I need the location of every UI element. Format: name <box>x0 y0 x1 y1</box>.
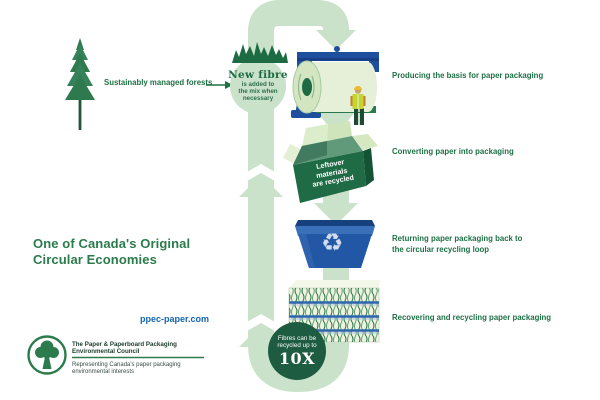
new-fibre-line1: is added to <box>241 81 275 88</box>
main-heading: One of Canada's Original Circular Econom… <box>33 236 213 267</box>
fibre-count-value: 10X <box>278 348 316 368</box>
new-fibre-title: New fibre <box>228 69 288 81</box>
step-label-recovering: Recovering and recycling paper packaging <box>392 313 552 322</box>
ppec-logo <box>27 335 67 375</box>
new-fibre-line3: necessary <box>242 95 274 103</box>
paper-mill-illustration <box>291 46 379 125</box>
new-fibre-line2: the mix when <box>238 88 278 96</box>
logo-org-line1: The Paper & Paperboard Packaging <box>72 341 177 348</box>
main-heading-line1: One of Canada's Original <box>33 236 191 251</box>
arrow-up-left-band-1 <box>239 164 283 197</box>
recycling-bin-illustration <box>295 220 375 268</box>
step-label-returning-line1: Returning paper packaging back to <box>392 234 523 243</box>
forest-label: Sustainably managed forests <box>104 78 213 87</box>
website-link[interactable]: ppec-paper.com <box>140 314 210 324</box>
mill-worker <box>350 86 366 125</box>
packaging-box-illustration <box>283 121 378 203</box>
logo-tagline: Representing Canada's paper packaging en… <box>72 362 232 376</box>
logo-tagline-line2: environmental interests <box>72 369 135 376</box>
fibre-line1: Fibres can be <box>277 335 317 342</box>
step-label-returning: Returning paper packaging back to the ci… <box>392 233 592 255</box>
fibre-line2: recycled up to <box>277 342 317 350</box>
logo-org-name: The Paper & Paperboard Packaging Environ… <box>72 341 232 356</box>
fibre-recycle-count-circle <box>268 322 326 380</box>
conifer-tree-illustration <box>65 38 95 130</box>
forest-silhouette <box>232 42 288 63</box>
step-label-returning-line2: the circular recycling loop <box>392 245 490 254</box>
step-label-converting: Converting paper into packaging <box>392 147 514 156</box>
recycle-icon: ♻ <box>321 228 344 257</box>
forest-label-arrow <box>206 81 233 89</box>
arrow-down-to-mill <box>316 30 356 50</box>
new-fibre-circle <box>230 42 288 114</box>
logo-org-line2: Environmental Council <box>72 348 140 356</box>
step-label-producing: Producing the basis for paper packaging <box>392 71 544 80</box>
fibre-circle-text: Fibres can be recycled up to 10X <box>265 335 329 367</box>
new-fibre-text: New fibre is added to the mix when neces… <box>226 70 290 103</box>
main-heading-line2: Circular Economies <box>33 251 157 267</box>
logo-tagline-line1: Representing Canada's paper packaging <box>72 362 181 368</box>
